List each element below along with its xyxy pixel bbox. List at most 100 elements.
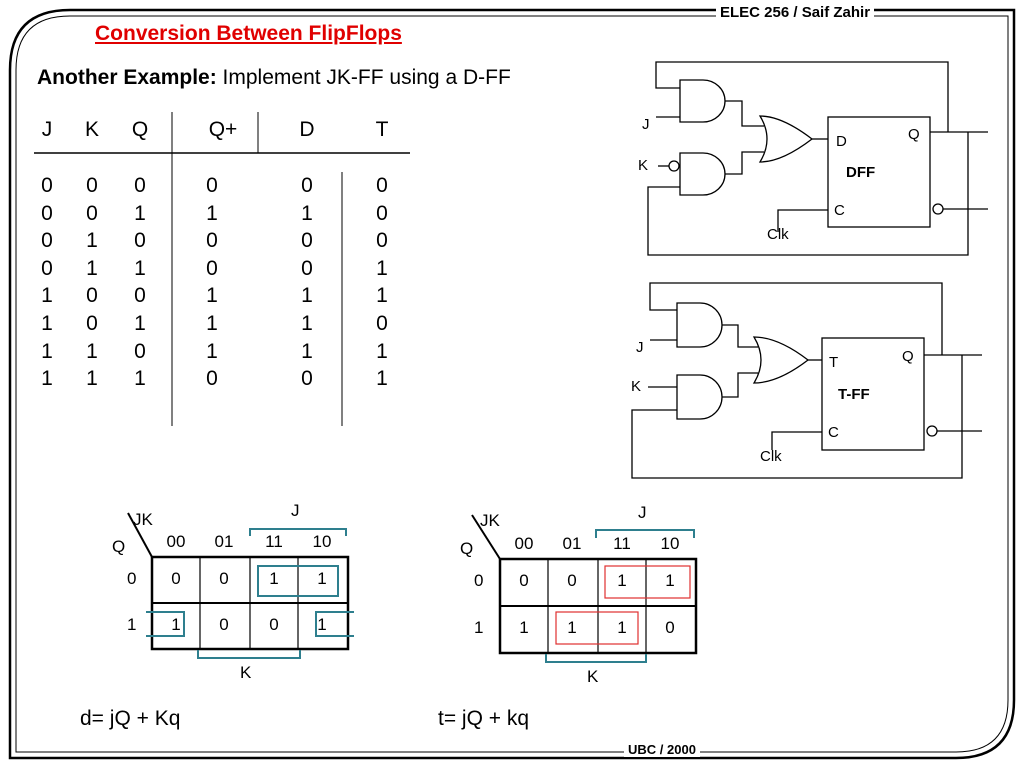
kmap-d-col-11: 11: [265, 532, 283, 551]
column-j: 0 0 0 0 1 1 1 1: [27, 172, 67, 393]
tff-t-label: T: [829, 354, 839, 371]
dff-c-label: C: [834, 202, 845, 219]
cell: 0: [134, 229, 146, 253]
kmap-d-cell: 0: [219, 615, 229, 634]
cell: 1: [86, 229, 98, 253]
cell: 0: [134, 339, 146, 363]
kmap-t-cell: 0: [665, 618, 675, 637]
cell: 1: [206, 311, 218, 335]
cell: 1: [301, 201, 313, 225]
kmap-d-jk-label: JK: [133, 510, 153, 529]
kmap-t-cell: 0: [519, 571, 529, 590]
kmap-t-jk-label: JK: [480, 511, 500, 530]
cell: 1: [41, 284, 53, 308]
kmap-t-cell: 1: [617, 618, 627, 637]
cell: 1: [41, 339, 53, 363]
cell: 1: [86, 339, 98, 363]
kmap-d-cell: 1: [317, 615, 327, 634]
tff-k-label: K: [631, 378, 642, 395]
cell: 1: [134, 367, 146, 391]
kmap-d-row-0: 0: [127, 569, 137, 588]
kmap-t-cell: 0: [567, 571, 577, 590]
footer-org: UBC / 2000: [624, 742, 700, 757]
cell: 1: [41, 311, 53, 335]
kmap-t-col-10: 10: [660, 534, 680, 553]
cell: 0: [41, 201, 53, 225]
cell: 0: [301, 367, 313, 391]
cell: 0: [41, 229, 53, 253]
cell: 0: [301, 174, 313, 197]
kmap-t-col-11: 11: [613, 534, 631, 553]
tff-j-label: J: [636, 339, 644, 356]
kmap-d-cell: 1: [269, 569, 279, 588]
cell: 1: [376, 256, 388, 280]
kmap-d-q-label: Q: [112, 537, 126, 556]
kmap-t-k-label: K: [587, 667, 599, 686]
header-q: Q: [131, 118, 149, 141]
column-q: 0 1 0 1 0 1 0 1: [120, 172, 160, 393]
cell: 1: [134, 201, 146, 225]
cell: 0: [206, 229, 218, 253]
cell: 0: [86, 174, 98, 197]
cell: 1: [376, 367, 388, 391]
kmap-t-cell: 1: [567, 618, 577, 637]
page-title: Conversion Between FlipFlops: [95, 22, 402, 45]
cell: 0: [301, 229, 313, 253]
cell: 0: [86, 284, 98, 308]
dff-j-label: J: [642, 116, 650, 133]
subtitle-text: Implement JK-FF using a D-FF: [222, 66, 511, 89]
cell: 1: [206, 339, 218, 363]
kmap-t-col-01: 01: [562, 534, 582, 553]
cell: 0: [41, 256, 53, 280]
dff-k-label: K: [638, 157, 649, 174]
cell: 1: [301, 339, 313, 363]
cell: 0: [86, 311, 98, 335]
dff-q-label: Q: [908, 126, 920, 143]
kmap-t-cell: 1: [617, 571, 627, 590]
cell: 0: [206, 174, 218, 197]
tff-q-label: Q: [902, 348, 914, 365]
cell: 0: [86, 201, 98, 225]
kmap-d-cell: 1: [171, 615, 181, 634]
kmap-d-cell: 1: [317, 569, 327, 588]
cell: 1: [86, 256, 98, 280]
equation-t: t= jQ + kq: [438, 707, 530, 730]
kmap-d-cell: 0: [269, 615, 279, 634]
kmap-t-row-0: 0: [474, 571, 484, 590]
cell: 1: [301, 311, 313, 335]
header-t: T: [375, 118, 389, 141]
kmap-d-col-01: 01: [214, 532, 234, 551]
kmap-d-row-1: 1: [127, 615, 137, 634]
kmap-d-cell: 0: [171, 569, 181, 588]
header-k: K: [84, 118, 99, 141]
cell: 0: [301, 256, 313, 280]
tff-clk-label: Clk: [760, 448, 782, 465]
cell: 1: [301, 284, 313, 308]
header-j: J: [41, 118, 53, 141]
kmap-t-row-1: 1: [474, 618, 484, 637]
cell: 1: [376, 339, 388, 363]
kmap-d-col-10: 10: [312, 532, 332, 551]
cell: 0: [206, 256, 218, 280]
kmap-t-j-label: J: [638, 503, 647, 522]
cell: 1: [134, 311, 146, 335]
kmap-d-k-label: K: [240, 663, 252, 682]
kmap-d-col-00: 00: [166, 532, 186, 551]
cell: 1: [41, 367, 53, 391]
column-d: 0 1 0 0 1 1 1 0: [287, 172, 327, 393]
tff-c-label: C: [828, 424, 839, 441]
cell: 0: [134, 284, 146, 308]
header-qplus: Q+: [208, 118, 238, 141]
column-qplus: 0 1 0 0 1 1 1 0: [192, 172, 232, 393]
cell: 0: [376, 174, 388, 197]
dff-d-label: D: [836, 133, 847, 150]
header-course: ELEC 256 / Saif Zahir: [716, 4, 875, 21]
kmap-d-cell: 0: [219, 569, 229, 588]
tff-name-label: T-FF: [838, 386, 870, 403]
